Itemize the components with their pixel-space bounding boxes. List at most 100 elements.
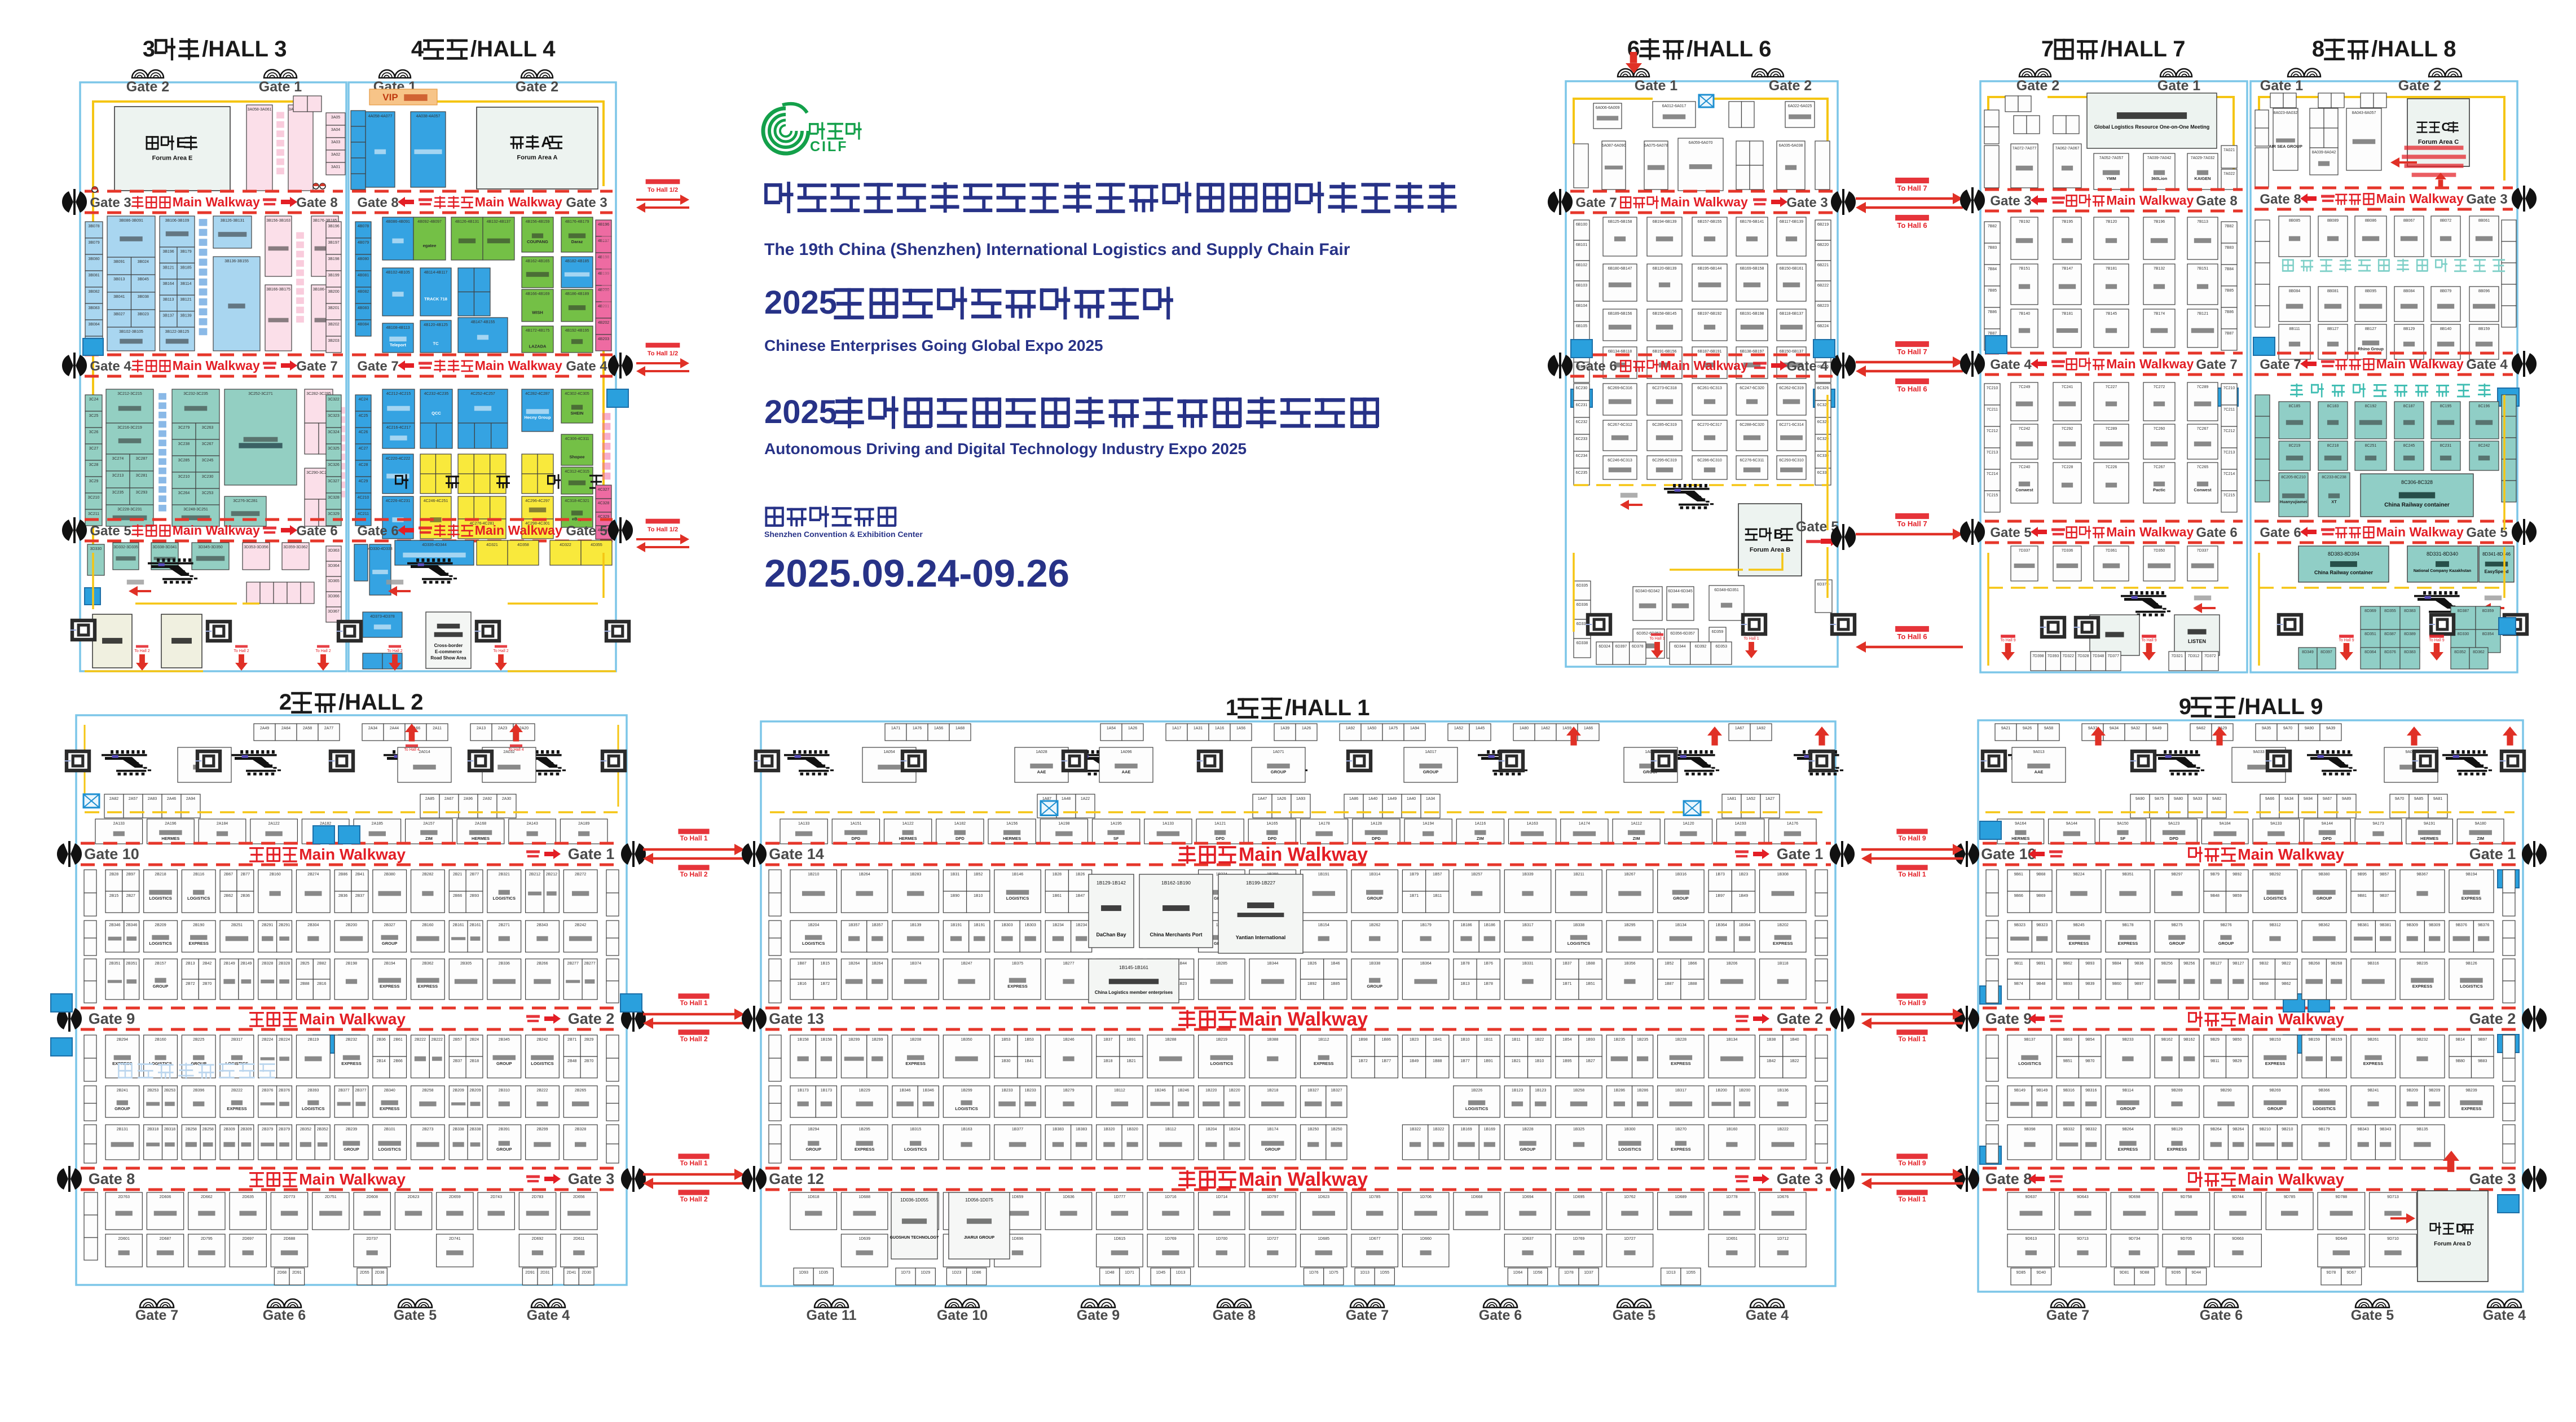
svg-text:2A34: 2A34 bbox=[368, 727, 377, 730]
svg-text:8D354: 8D354 bbox=[2482, 632, 2494, 636]
svg-text:3C26: 3C26 bbox=[89, 430, 99, 434]
svg-text:EXPRESS: EXPRESS bbox=[380, 1106, 399, 1111]
svg-text:3C27: 3C27 bbox=[89, 447, 99, 451]
svg-text:To Hall 1/2: To Hall 1/2 bbox=[648, 526, 678, 533]
svg-text:9B153: 9B153 bbox=[2269, 1038, 2280, 1042]
svg-text:Cross-border: Cross-border bbox=[434, 643, 463, 648]
svg-text:6D335: 6D335 bbox=[1577, 584, 1588, 588]
svg-text:EXPRESS: EXPRESS bbox=[341, 1061, 361, 1066]
svg-text:2B282: 2B282 bbox=[422, 873, 433, 877]
svg-text:1B206: 1B206 bbox=[1726, 962, 1737, 966]
svg-text:Main Walkway: Main Walkway bbox=[2106, 356, 2194, 371]
svg-text:9B60: 9B60 bbox=[2112, 982, 2121, 986]
svg-text:7C213: 7C213 bbox=[2223, 451, 2235, 455]
svg-text:6B134-6B118: 6B134-6B118 bbox=[1608, 350, 1632, 354]
svg-text:1D659: 1D659 bbox=[1012, 1195, 1024, 1199]
svg-text:4C312-4C315: 4C312-4C315 bbox=[565, 470, 589, 474]
svg-text:3C264: 3C264 bbox=[178, 491, 190, 495]
svg-text:1B91: 1B91 bbox=[1484, 1059, 1493, 1063]
svg-text:8D351: 8D351 bbox=[2364, 632, 2376, 636]
svg-text:1B160: 1B160 bbox=[1726, 1128, 1737, 1132]
svg-text:GROUP: GROUP bbox=[2267, 1106, 2283, 1111]
svg-text:6B191-6B198: 6B191-6B198 bbox=[1740, 312, 1764, 316]
svg-text:3B102-3B105: 3B102-3B105 bbox=[119, 330, 143, 334]
svg-text:1B145-1B161: 1B145-1B161 bbox=[1119, 965, 1148, 970]
svg-text:9B59: 9B59 bbox=[2232, 894, 2242, 898]
svg-text:2B82: 2B82 bbox=[317, 962, 326, 966]
svg-text:2B309: 2B309 bbox=[240, 1128, 252, 1132]
svg-text:Shenzhen Convention & Exhibiti: Shenzhen Convention & Exhibition Center bbox=[764, 530, 923, 539]
svg-text:LOGISTICS: LOGISTICS bbox=[302, 1106, 324, 1111]
svg-text:GROUP: GROUP bbox=[496, 1147, 512, 1152]
svg-text:6B180-6B147: 6B180-6B147 bbox=[1608, 267, 1632, 271]
svg-text:7B181: 7B181 bbox=[2106, 267, 2117, 271]
svg-text:1D700: 1D700 bbox=[1216, 1237, 1227, 1241]
svg-text:9A39: 9A39 bbox=[2326, 727, 2335, 730]
svg-text:1B154: 1B154 bbox=[1318, 923, 1329, 927]
svg-text:1B88: 1B88 bbox=[1433, 1059, 1442, 1063]
svg-text:9B351: 9B351 bbox=[2122, 873, 2133, 877]
svg-text:6C271-6C314: 6C271-6C314 bbox=[1779, 423, 1804, 427]
svg-text:1B15: 1B15 bbox=[821, 962, 830, 966]
svg-text:7D393: 7D393 bbox=[2047, 654, 2059, 658]
svg-text:3B198: 3B198 bbox=[328, 257, 339, 261]
svg-text:8C195: 8C195 bbox=[2440, 404, 2452, 408]
svg-text:2D68: 2D68 bbox=[277, 1271, 287, 1275]
svg-text:2B309: 2B309 bbox=[223, 1128, 235, 1132]
svg-text:1B200: 1B200 bbox=[1716, 1089, 1727, 1093]
svg-text:LOGISTICS: LOGISTICS bbox=[531, 1061, 553, 1066]
svg-text:2B149: 2B149 bbox=[223, 962, 235, 966]
svg-text:1B234: 1B234 bbox=[1076, 923, 1087, 927]
svg-text:LOGISTICS: LOGISTICS bbox=[2264, 896, 2286, 901]
svg-text:6C326: 6C326 bbox=[1817, 386, 1829, 390]
svg-text:9A85: 9A85 bbox=[2414, 797, 2423, 801]
svg-text:4B196: 4B196 bbox=[598, 223, 609, 227]
svg-text:9B37: 9B37 bbox=[2380, 894, 2389, 898]
svg-text:1B250: 1B250 bbox=[1331, 1128, 1342, 1132]
svg-text:2B71: 2B71 bbox=[567, 1038, 576, 1042]
svg-text:7D398: 7D398 bbox=[2032, 654, 2044, 658]
svg-text:1B78: 1B78 bbox=[1460, 962, 1469, 966]
svg-text:3C328: 3C328 bbox=[328, 496, 340, 500]
svg-text:7B84: 7B84 bbox=[2225, 267, 2234, 271]
svg-text:7C214: 7C214 bbox=[1987, 472, 1998, 476]
svg-text:3B179: 3B179 bbox=[180, 250, 191, 254]
svg-text:9B343: 9B343 bbox=[2358, 1128, 2369, 1132]
svg-text:2D91: 2D91 bbox=[292, 1271, 302, 1275]
svg-text:2B258: 2B258 bbox=[186, 1128, 197, 1132]
svg-text:3D338-3D341: 3D338-3D341 bbox=[152, 545, 177, 549]
svg-text:2B345: 2B345 bbox=[499, 1038, 510, 1042]
svg-text:8B085: 8B085 bbox=[2289, 219, 2300, 223]
svg-text:Gate 8: Gate 8 bbox=[357, 195, 398, 210]
svg-text:1B317: 1B317 bbox=[1522, 923, 1533, 927]
svg-text:9B137: 9B137 bbox=[2024, 1038, 2035, 1042]
svg-text:1A71: 1A71 bbox=[891, 727, 900, 730]
svg-text:1B257: 1B257 bbox=[1471, 873, 1482, 877]
svg-text:GROUP: GROUP bbox=[1423, 769, 1439, 774]
svg-text:3B038: 3B038 bbox=[138, 295, 149, 299]
svg-text:2B362: 2B362 bbox=[422, 962, 433, 966]
svg-text:2D763: 2D763 bbox=[118, 1195, 130, 1199]
svg-text:1B134: 1B134 bbox=[1675, 923, 1686, 927]
svg-text:2B351: 2B351 bbox=[109, 962, 120, 966]
svg-text:3D364: 3D364 bbox=[328, 564, 340, 568]
svg-text:9D744: 9D744 bbox=[2232, 1195, 2244, 1199]
svg-text:9D758: 9D758 bbox=[2181, 1195, 2192, 1199]
svg-text:1A52: 1A52 bbox=[1454, 727, 1463, 730]
svg-text:Gate 8: Gate 8 bbox=[89, 1170, 135, 1187]
svg-text:7C210: 7C210 bbox=[1987, 386, 1998, 390]
svg-text:7D348: 7D348 bbox=[2093, 654, 2104, 658]
svg-text:7A052-7A057: 7A052-7A057 bbox=[2099, 156, 2124, 160]
svg-text:7B121: 7B121 bbox=[2197, 312, 2208, 316]
svg-text:DPD: DPD bbox=[851, 836, 860, 841]
svg-text:7A062-7A067: 7A062-7A067 bbox=[2055, 147, 2080, 151]
svg-text:Gate 8: Gate 8 bbox=[1213, 1307, 1256, 1323]
svg-text:6B102: 6B102 bbox=[1576, 263, 1587, 267]
svg-text:3B121: 3B121 bbox=[180, 298, 191, 302]
svg-text:1B320: 1B320 bbox=[1126, 1128, 1138, 1132]
svg-text:4C220-4C222: 4C220-4C222 bbox=[386, 457, 411, 461]
svg-text:4A058-4A077: 4A058-4A077 bbox=[368, 115, 393, 118]
svg-text:3B084: 3B084 bbox=[88, 323, 99, 327]
svg-text:1B346: 1B346 bbox=[899, 1089, 910, 1093]
svg-text:1A121: 1A121 bbox=[1214, 822, 1226, 826]
